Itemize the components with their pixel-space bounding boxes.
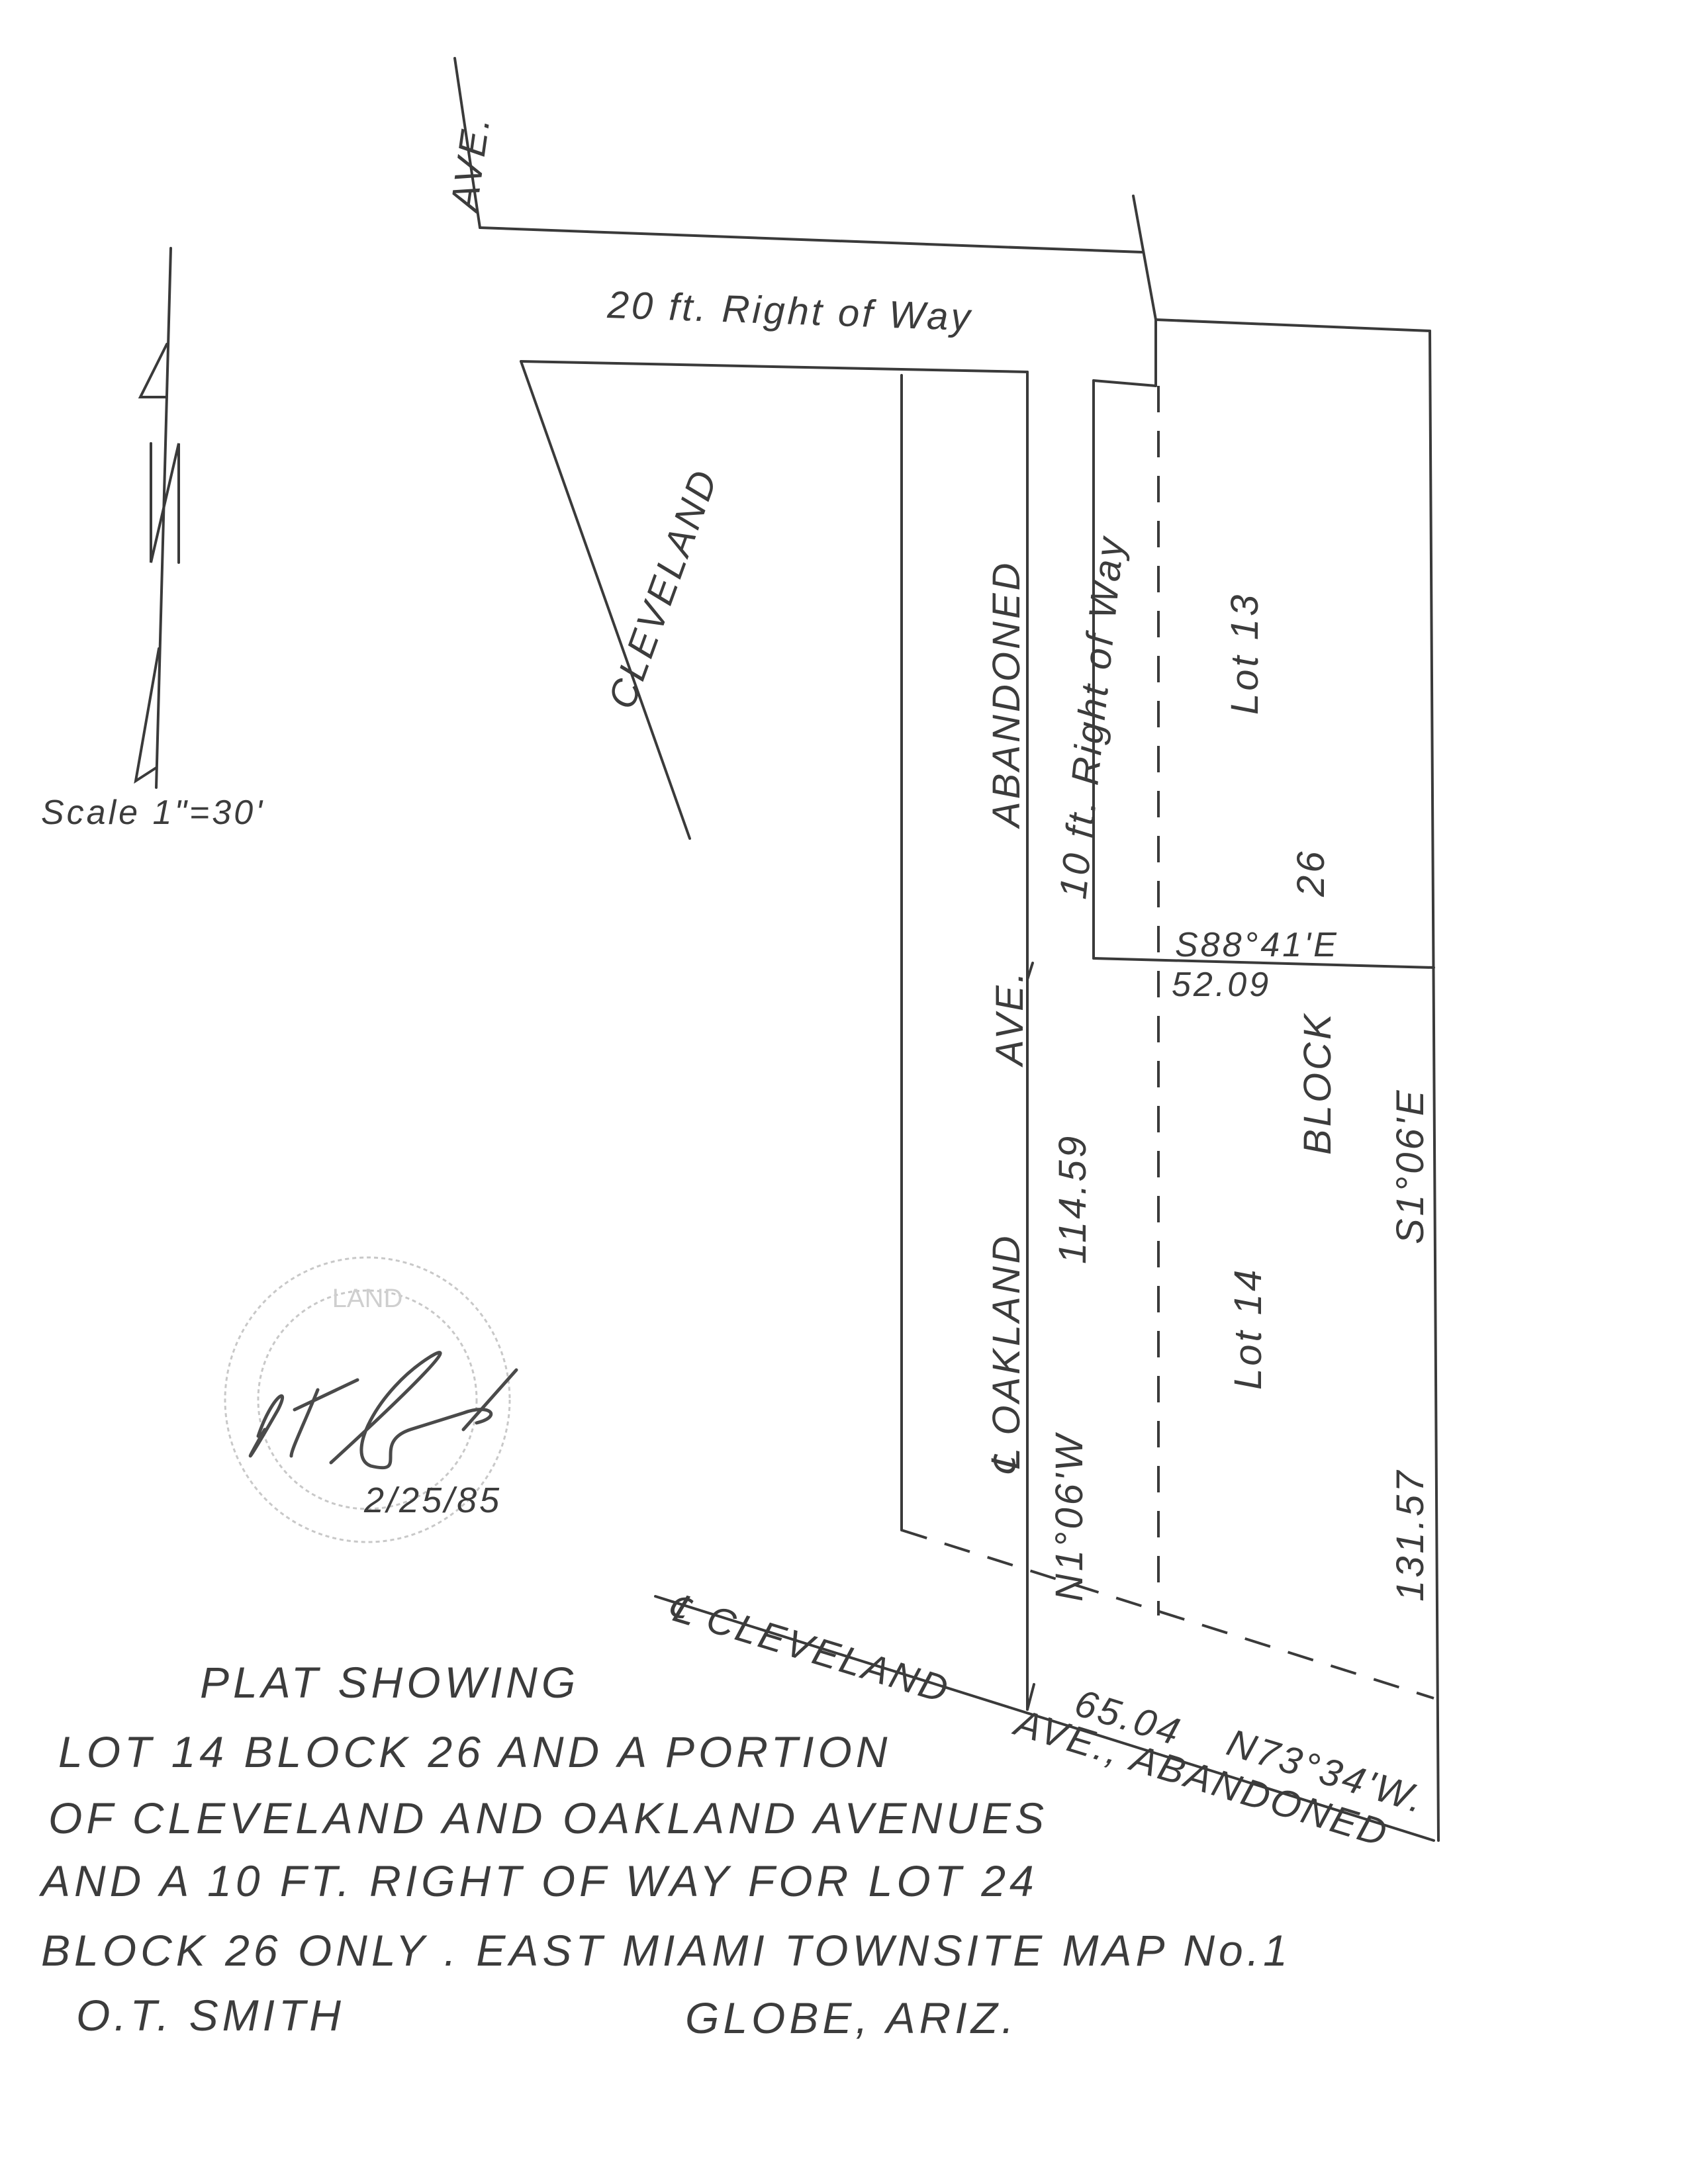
ave-label-top: AVE. bbox=[442, 112, 498, 215]
north-line-distance: 52.09 bbox=[1172, 966, 1271, 1004]
signature-date: 2/25/85 bbox=[363, 1480, 502, 1520]
north-line-bearing: S88°41'E bbox=[1175, 926, 1339, 964]
north-arrow-icon bbox=[134, 247, 180, 789]
title-line-6: O.T. SMITH bbox=[76, 1991, 345, 2040]
oakland-ave-label: AVE. bbox=[988, 970, 1031, 1068]
title-line-1: PLAT SHOWING bbox=[200, 1658, 579, 1707]
abandoned-label: ABANDONED bbox=[985, 561, 1028, 829]
lot-13-label: Lot 13 bbox=[1223, 592, 1266, 715]
scale-label: Scale 1"=30' bbox=[41, 794, 265, 832]
west-distance: 114.59 bbox=[1051, 1134, 1094, 1264]
title-line-3: OF CLEVELAND AND OAKLAND AVENUES bbox=[48, 1794, 1048, 1843]
title-line-2: LOT 14 BLOCK 26 AND A PORTION bbox=[58, 1727, 891, 1776]
location-label: GLOBE, ARIZ. bbox=[685, 1993, 1017, 2042]
surveyor-seal: LAND 2/25/85 bbox=[224, 1256, 518, 1543]
row-10-label: 10 ft. Right of Way bbox=[1051, 533, 1132, 901]
east-bearing: S1°06'E bbox=[1389, 1088, 1432, 1244]
block-number-label: 26 bbox=[1289, 848, 1333, 897]
lot-14-label: Lot 14 bbox=[1227, 1267, 1270, 1390]
title-line-5: BLOCK 26 ONLY . EAST MIAMI TOWNSITE MAP … bbox=[41, 1926, 1291, 1975]
oakland-label: ℄ OAKLAND bbox=[985, 1233, 1028, 1476]
seal-text: LAND bbox=[332, 1284, 403, 1313]
plat-lines bbox=[453, 57, 1440, 1842]
west-bearing: N1°06'W bbox=[1048, 1432, 1091, 1602]
cleveland-label: CLEVELAND bbox=[600, 463, 726, 714]
row-20-label: 20 ft. Right of Way bbox=[606, 283, 974, 339]
title-line-4: AND A 10 FT. RIGHT OF WAY FOR LOT 24 bbox=[38, 1856, 1038, 1905]
block-label: BLOCK bbox=[1296, 1011, 1339, 1155]
signature-stroke bbox=[248, 1351, 518, 1470]
cleveland-centerline-label: ℄ CLEVELAND bbox=[663, 1585, 955, 1711]
east-distance: 131.57 bbox=[1389, 1469, 1432, 1602]
